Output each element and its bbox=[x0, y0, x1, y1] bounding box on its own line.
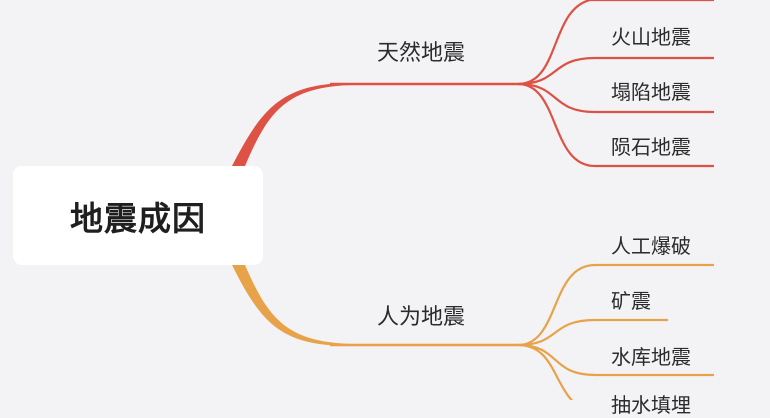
branch-human-label[interactable]: 人为地震 bbox=[377, 305, 466, 330]
leaf-reservoir-label[interactable]: 水库地震 bbox=[611, 345, 691, 369]
leaf-volcanic-label[interactable]: 火山地震 bbox=[611, 25, 691, 49]
root-node[interactable]: 地震成因 bbox=[13, 166, 263, 265]
root-to-human-connector bbox=[232, 265, 352, 346]
root-to-natural-connector bbox=[232, 83, 352, 166]
root-label: 地震成因 bbox=[70, 198, 206, 238]
leaf-collapse-label[interactable]: 塌陷地震 bbox=[611, 80, 691, 104]
human-connector-blasting bbox=[517, 263, 714, 347]
leaf-pumping-label[interactable]: 抽水填埋 bbox=[611, 393, 691, 417]
connector-lines bbox=[232, 0, 714, 400]
natural-connector-meteorite bbox=[517, 82, 714, 168]
leaf-mine-label[interactable]: 矿震 bbox=[611, 289, 651, 313]
human-connector-mine bbox=[517, 318, 668, 347]
human-connector-pumping bbox=[517, 343, 574, 400]
leaf-blasting-label[interactable]: 人工爆破 bbox=[611, 234, 691, 258]
natural-connector-collapse bbox=[517, 82, 714, 114]
natural-connector-top bbox=[517, 0, 714, 86]
branch-natural-label[interactable]: 天然地震 bbox=[377, 41, 466, 66]
leaf-meteorite-label[interactable]: 陨石地震 bbox=[611, 135, 691, 159]
natural-connector-volcanic bbox=[517, 56, 714, 86]
